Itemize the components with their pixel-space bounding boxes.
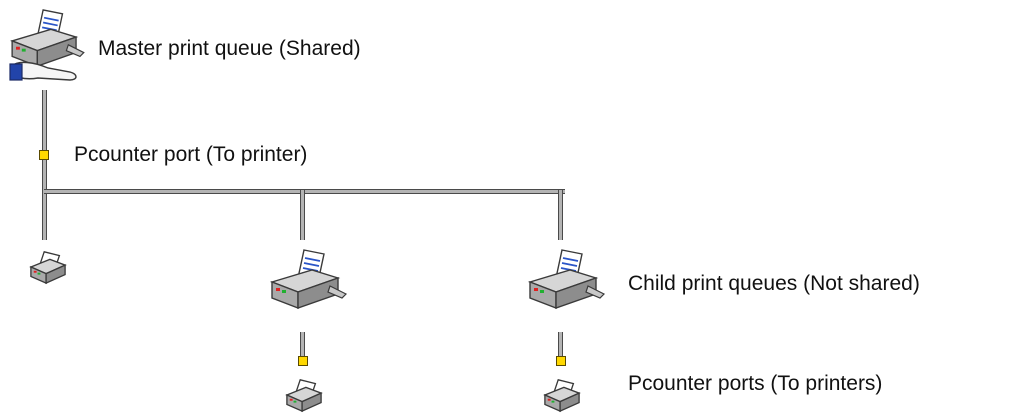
port-node-icon xyxy=(39,150,49,160)
branch-drop-line xyxy=(300,190,305,240)
child-connector-line xyxy=(300,332,305,362)
child-print-queue-icon xyxy=(529,249,605,309)
printer-icon xyxy=(30,251,66,284)
child-print-queue-icon xyxy=(271,249,347,309)
child-queues-label: Child print queues (Not shared) xyxy=(628,272,920,295)
port-node-icon xyxy=(298,356,308,366)
branch-drop-line xyxy=(558,190,563,240)
trunk-connector-line xyxy=(42,90,47,240)
port-node-icon xyxy=(556,356,566,366)
shared-print-queue-icon xyxy=(9,9,85,81)
child-connector-line xyxy=(558,332,563,362)
pcounter-port-label: Pcounter port (To printer) xyxy=(74,143,308,166)
printer-icon xyxy=(544,379,580,412)
printer-icon xyxy=(286,379,322,412)
master-queue-label: Master print queue (Shared) xyxy=(98,37,361,60)
pcounter-ports-label: Pcounter ports (To printers) xyxy=(628,372,883,395)
